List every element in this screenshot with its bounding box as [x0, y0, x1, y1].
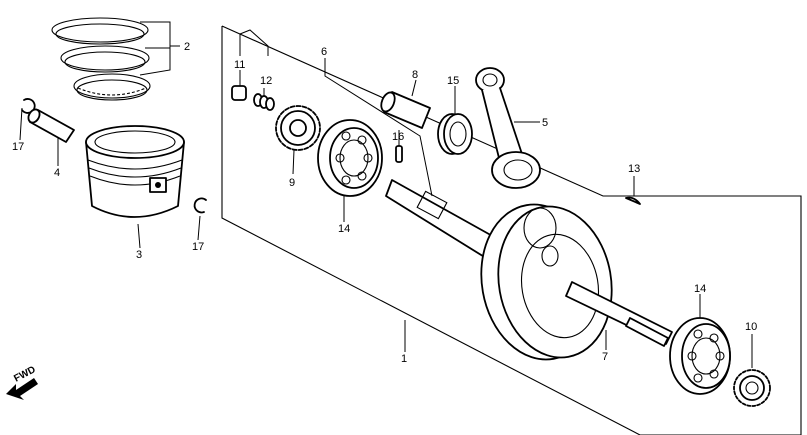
guide-pin-shape: [231, 85, 247, 101]
piston-rings: [51, 17, 151, 101]
crankshaft-shape: [385, 179, 673, 361]
callout-1: 1: [401, 353, 407, 365]
bearing-left-shape: [317, 119, 383, 197]
callout-8: 8: [412, 69, 418, 81]
spring-shape: [253, 93, 275, 111]
callout-14-left: 14: [338, 223, 350, 235]
callout-3: 3: [136, 249, 142, 261]
fwd-arrow-icon: [6, 378, 38, 400]
woodruff-13-shape: [625, 196, 641, 205]
piston-pin-shape: [27, 108, 75, 143]
clip-left-shape: [21, 98, 36, 114]
piston-shape: [85, 125, 185, 218]
callout-6: 6: [321, 46, 327, 58]
pin-8-shape: [380, 91, 431, 129]
clip-right-shape: [193, 197, 207, 214]
con-rod-shape: [475, 67, 541, 189]
callout-13: 13: [628, 163, 640, 175]
callout-11: 11: [234, 59, 245, 71]
key-16-shape: [395, 145, 403, 163]
callout-7: 7: [602, 351, 608, 363]
callout-17-right: 17: [192, 241, 204, 253]
callout-17-left: 17: [12, 141, 24, 153]
needle-bearing-shape: [437, 113, 473, 155]
bearing-right-shape: [669, 317, 731, 395]
callout-10: 10: [745, 321, 757, 333]
callout-14-right: 14: [694, 283, 706, 295]
assembly-boundary: [221, 25, 802, 435]
sprocket-shape: [275, 105, 321, 151]
callout-2: 2: [184, 41, 190, 53]
gear-10-shape: [733, 369, 771, 407]
callout-4: 4: [54, 167, 60, 179]
callout-15: 15: [447, 75, 459, 87]
callout-5: 5: [542, 117, 548, 129]
callout-12: 12: [260, 75, 272, 87]
callout-16: 16: [392, 131, 404, 143]
callout-9: 9: [289, 177, 295, 189]
